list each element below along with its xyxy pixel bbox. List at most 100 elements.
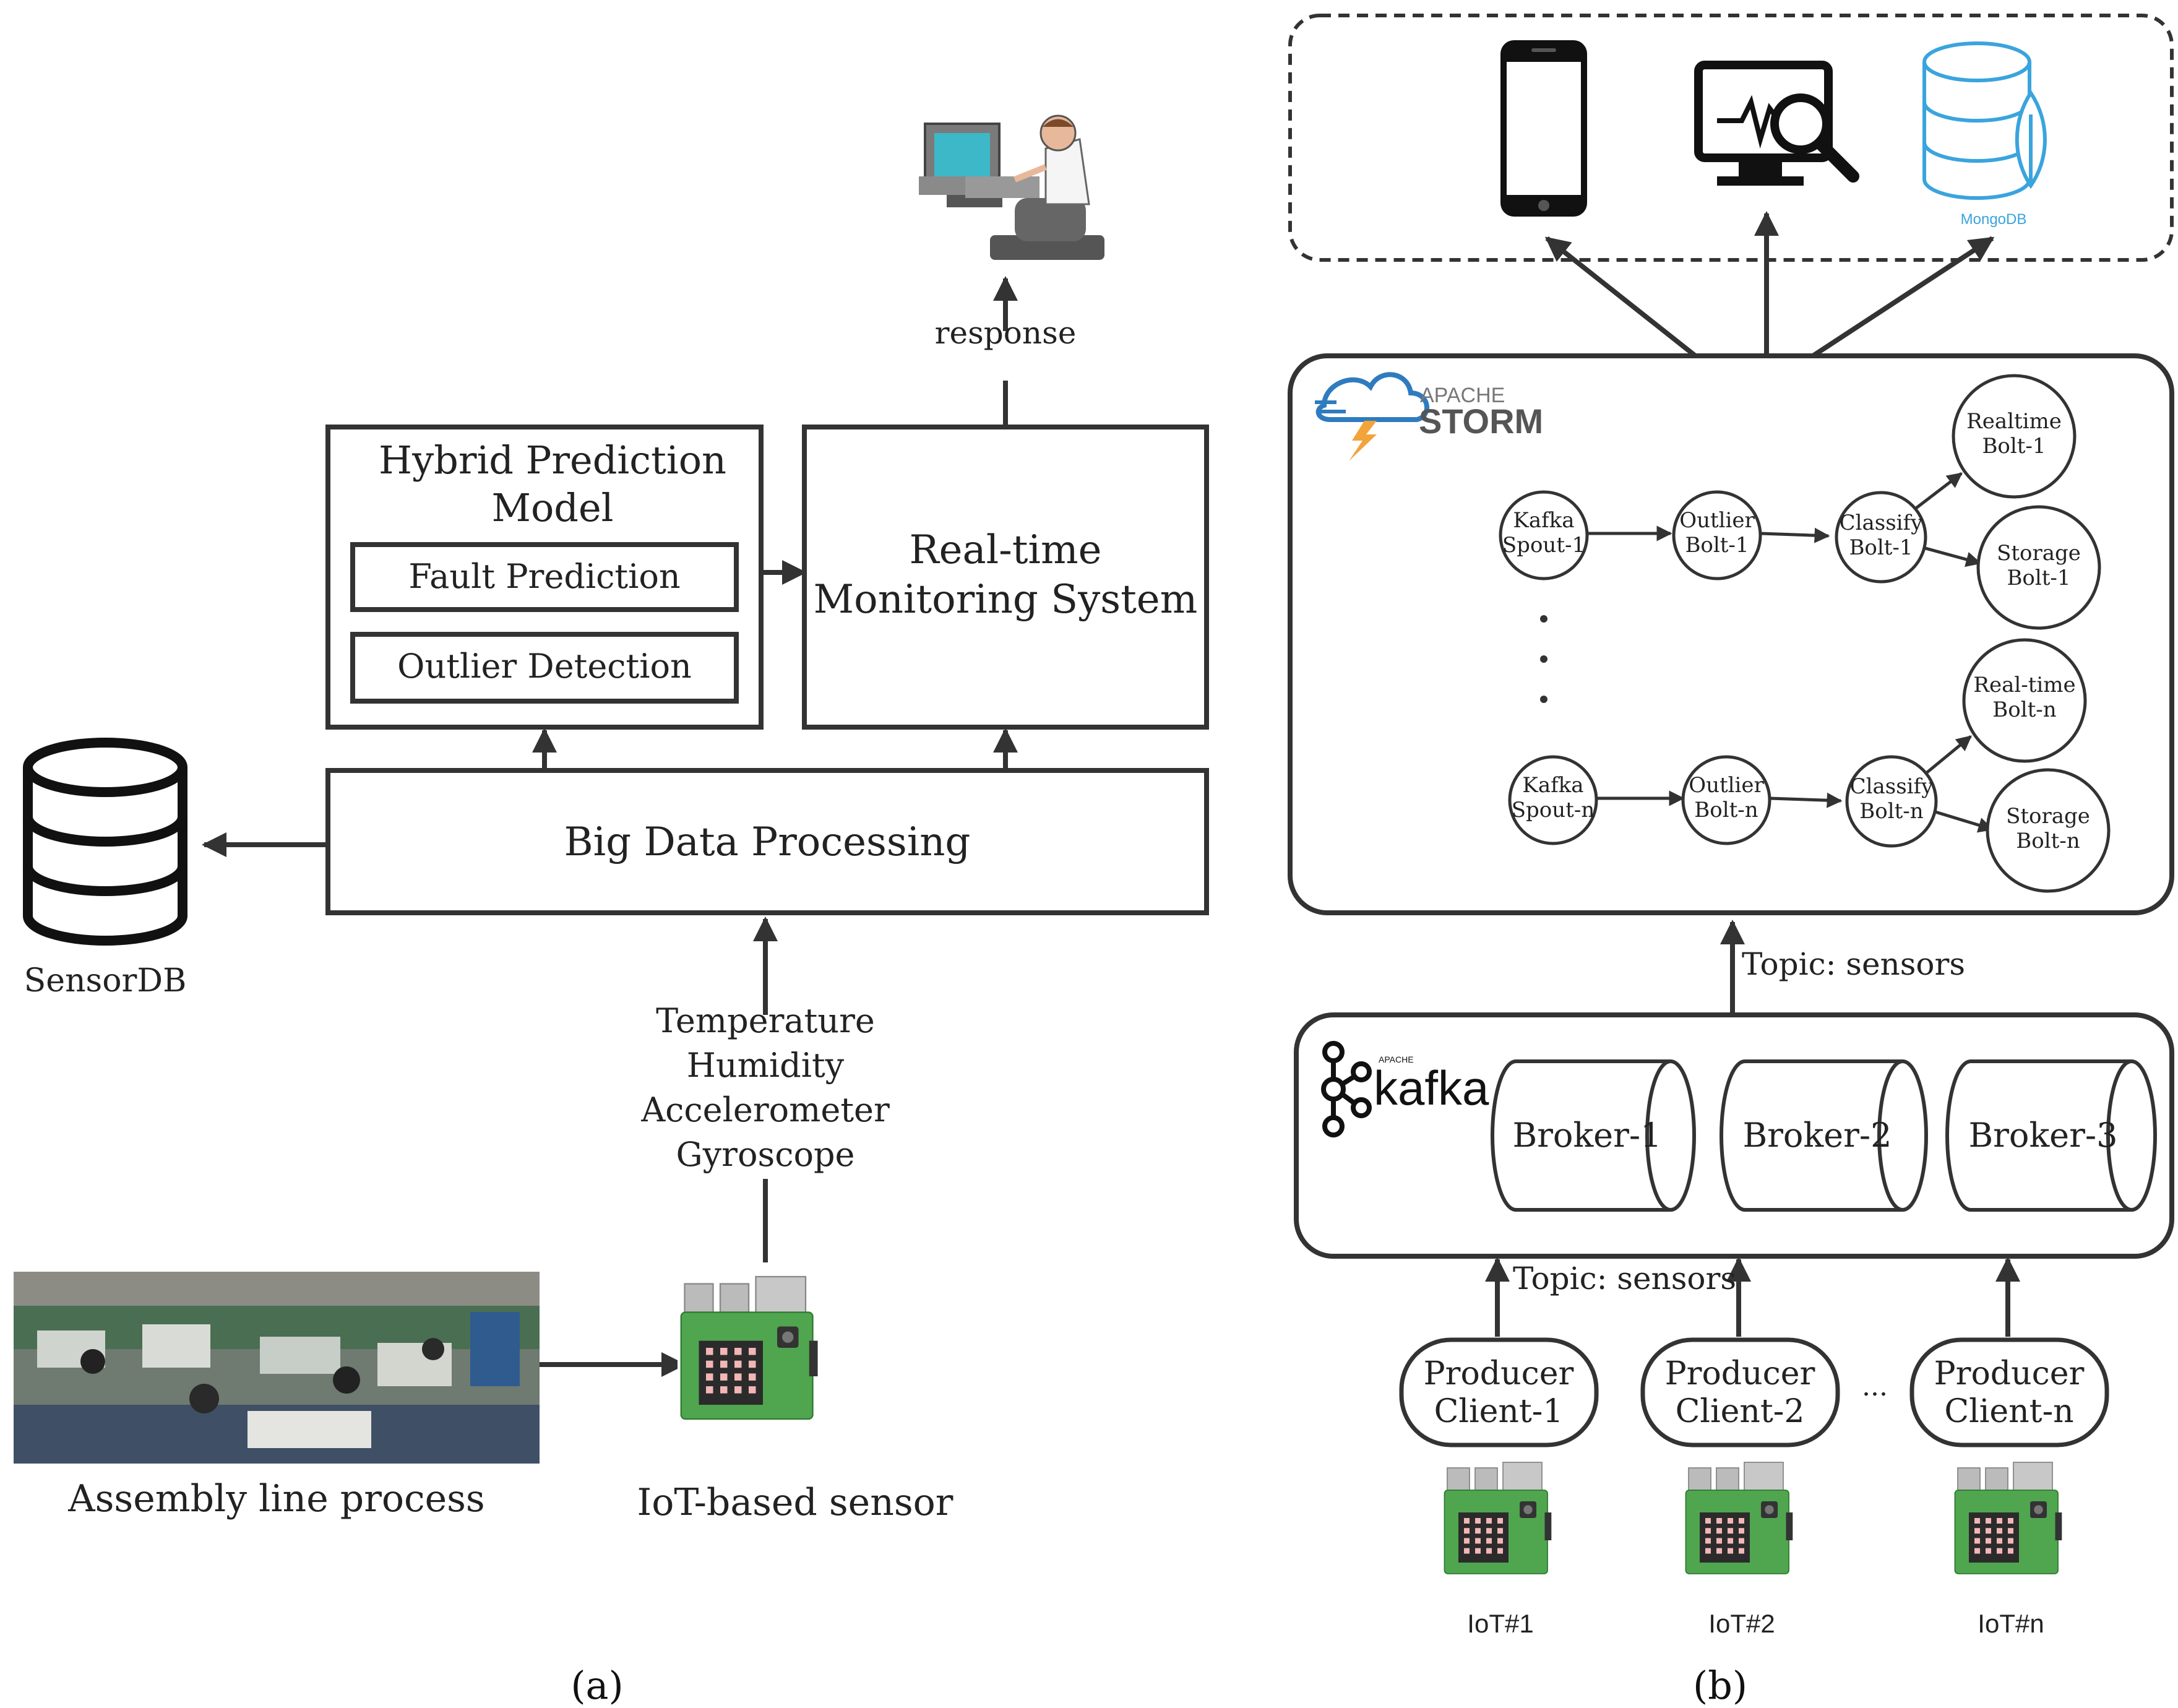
assembly-line-label: Assembly line process (67, 1477, 484, 1520)
storm-to-consumers-arrows (1544, 211, 1995, 358)
storm-topology-nodes (1499, 374, 2111, 893)
kafka-spout-n-node (1508, 755, 1598, 845)
caption-a: (a) (570, 1663, 623, 1708)
producer-client-n (1909, 1337, 2109, 1447)
big-data-processing-label: Big Data Processing (564, 819, 971, 865)
producer-client-2 (1640, 1337, 1840, 1447)
kafka-brand-top: APACHE (1379, 1055, 1414, 1064)
kafka-logo (1321, 1041, 1372, 1137)
topology-node-labels: Kafka Spout-1 Outlier Bolt-1 Classify Bo… (1502, 409, 2090, 853)
producer-1-l2: Client-1 (1434, 1393, 1564, 1430)
outlier-detection-label: Outlier Detection (397, 647, 692, 686)
iot-device-n-board (1952, 1451, 2064, 1580)
classify-n-l1: Classify (1850, 774, 1934, 799)
realtime-n-l2: Bolt-n (1992, 697, 2056, 722)
hybrid-model-title-line1: Hybrid Prediction (379, 438, 726, 483)
storage-1-l1: Storage (1997, 541, 2081, 566)
iot-device-1-label: IoT#1 (1467, 1609, 1533, 1638)
storm-brand-main: STORM (1419, 402, 1543, 441)
topology-ellipsis (1540, 615, 1547, 703)
outlier-1-l1: Outlier (1679, 508, 1755, 533)
monitoring-line1: Real-time (909, 527, 1101, 573)
realtime-1-l1: Realtime (1966, 409, 2062, 434)
realtime-bolt-n-node (1962, 638, 2087, 763)
mongodb-label: MongoDB (1961, 211, 2027, 228)
storm-topology-edges (1587, 472, 1994, 833)
classify-n-l2: Bolt-n (1859, 799, 1923, 824)
realtime-monitoring-box (802, 425, 1209, 730)
kafka-brand-main: kafka (1374, 1061, 1489, 1115)
producer-n-l2: Client-n (1944, 1393, 2073, 1430)
operator-workstation-icon (919, 114, 1104, 260)
outlier-n-l1: Outlier (1689, 773, 1764, 798)
stream-humidity: Humidity (687, 1046, 845, 1085)
broker-1-label: Broker-1 (1512, 1116, 1661, 1155)
kafka-spout-1-node (1499, 490, 1589, 580)
producer-to-kafka-arrows (1485, 1257, 2020, 1337)
producer-2-l1: Producer (1665, 1355, 1815, 1392)
storm-logo (1315, 372, 1429, 461)
storage-bolt-1-node (1976, 505, 2101, 630)
stream-temperature: Temperature (656, 1001, 875, 1040)
topic-label-lower: Topic: sensors (1513, 1261, 1736, 1296)
iot-device-1-board (1441, 1451, 1554, 1580)
outlier-n-l2: Bolt-n (1694, 798, 1758, 822)
sensor-db-label: SensorDB (24, 962, 187, 999)
producer-client-1 (1399, 1337, 1599, 1447)
spout-n-l2: Spout-n (1512, 798, 1595, 822)
outlier-bolt-1-node (1672, 490, 1762, 580)
storage-1-l2: Bolt-1 (2007, 566, 2070, 590)
stream-gyroscope: Gyroscope (676, 1135, 855, 1174)
fault-prediction-label: Fault Prediction (408, 557, 680, 596)
hybrid-prediction-model-box (325, 425, 764, 730)
classify-bolt-n-node (1845, 755, 1938, 848)
outlier-detection-box (350, 632, 739, 704)
producer-n-l1: Producer (1934, 1355, 2085, 1392)
sensor-db-icon (23, 738, 187, 946)
fault-prediction-box (350, 542, 739, 612)
realtime-1-l2: Bolt-1 (1982, 434, 2046, 459)
classify-1-l1: Classify (1840, 511, 1924, 535)
mongodb-icon (1922, 41, 2047, 200)
kafka-cluster-box (1294, 1012, 2174, 1259)
storage-n-l1: Storage (2006, 804, 2090, 829)
realtime-bolt-1-node (1952, 374, 2077, 499)
realtime-n-l1: Real-time (1973, 673, 2075, 697)
producer-2-l2: Client-2 (1676, 1393, 1805, 1430)
producer-clients (1399, 1337, 2109, 1447)
caption-b: (b) (1693, 1663, 1747, 1708)
hybrid-model-title-line2: Model (491, 485, 613, 530)
consumers-box (1288, 14, 2174, 262)
stream-accelerometer: Accelerometer (640, 1090, 890, 1129)
outlier-bolt-n-node (1681, 755, 1771, 845)
monitoring-line2: Monitoring System (814, 577, 1198, 623)
spout-1-l2: Spout-1 (1502, 533, 1585, 558)
storage-bolt-n-node (1986, 768, 2111, 893)
producer-1-l1: Producer (1424, 1355, 1574, 1392)
storm-brand-top: APACHE (1420, 384, 1505, 407)
storage-n-l2: Bolt-n (2016, 829, 2080, 853)
topic-label-upper: Topic: sensors (1742, 946, 1965, 982)
classify-1-l2: Bolt-1 (1849, 535, 1913, 560)
big-data-processing-box (325, 768, 1209, 915)
kafka-brokers (1491, 1059, 2157, 1212)
smartphone-icon (1500, 40, 1587, 217)
iot-device-2-board (1682, 1451, 1795, 1580)
iot-device-2-label: IoT#2 (1708, 1609, 1775, 1638)
classify-bolt-1-node (1835, 491, 1927, 584)
iot-device-n-label: IoT#n (1978, 1609, 2044, 1638)
response-label: response (935, 315, 1077, 351)
panel-a-connectors (202, 276, 1018, 1377)
broker-2-label: Broker-2 (1742, 1116, 1892, 1155)
monitor-analytics-icon (1694, 61, 1859, 186)
outlier-1-l2: Bolt-1 (1685, 533, 1749, 558)
spout-n-l1: Kafka (1522, 773, 1583, 798)
spout-1-l1: Kafka (1513, 508, 1574, 533)
iot-sensor-board (676, 1261, 821, 1427)
assembly-line-photo (14, 1272, 540, 1464)
broker-3-label: Broker-3 (1968, 1116, 2117, 1155)
storm-cluster-box (1288, 353, 2174, 915)
producer-gap-ellipsis: ... (1862, 1371, 1888, 1402)
